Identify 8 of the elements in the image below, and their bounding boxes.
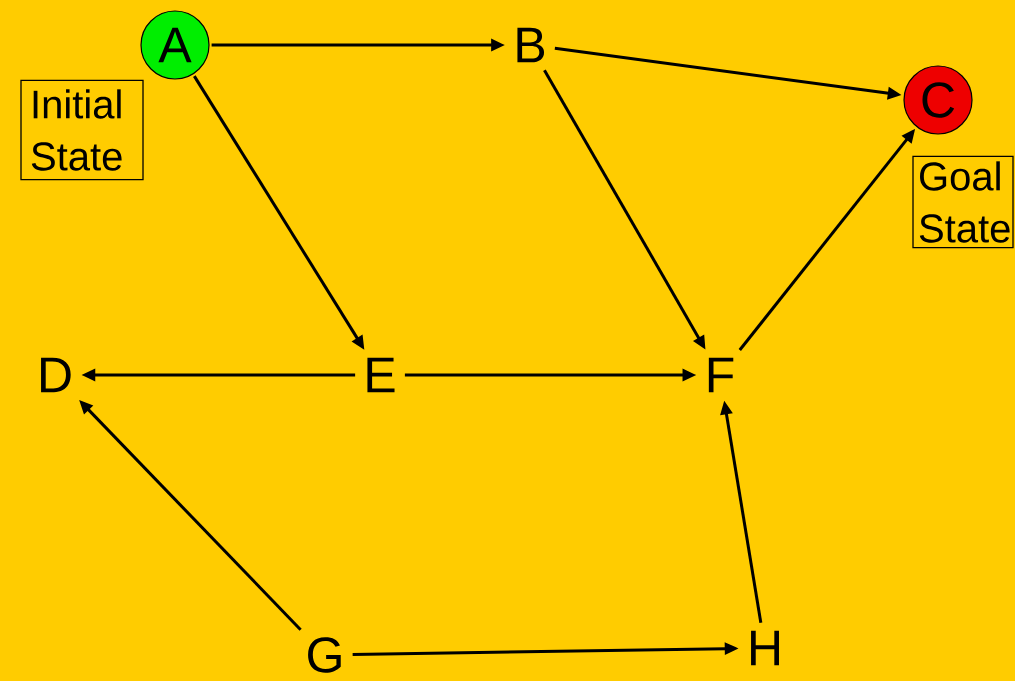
label-box: Initial State <box>20 79 144 181</box>
label-box: Goal State <box>912 155 1014 249</box>
state-label: H <box>751 630 779 666</box>
state-label: G <box>308 637 341 673</box>
state-label: E <box>367 357 395 393</box>
state-label: D <box>41 357 71 393</box>
state-label: B <box>517 27 545 63</box>
state-label: F <box>708 357 734 393</box>
